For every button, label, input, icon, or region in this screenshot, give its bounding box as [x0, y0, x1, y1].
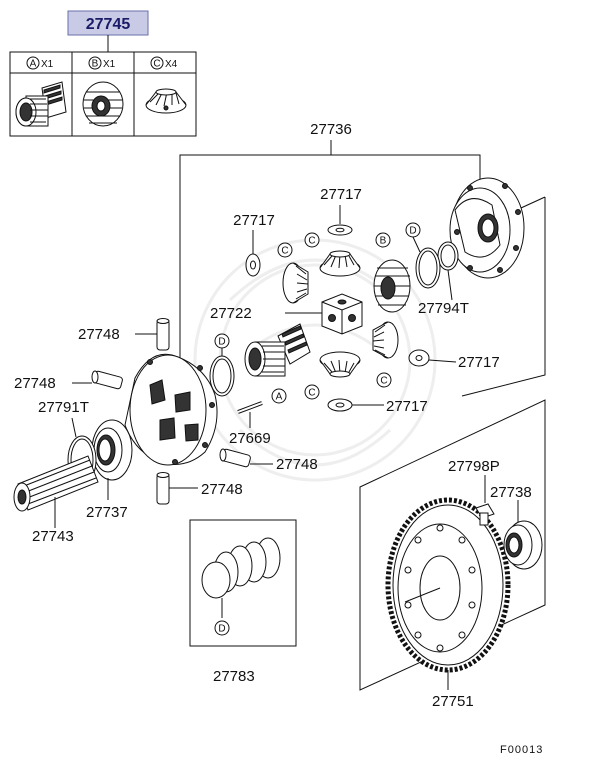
kit-qty-a: X1: [41, 59, 54, 70]
taper-bearing-icon: [91, 419, 133, 481]
label-27748-right[interactable]: 27748: [276, 456, 318, 473]
pinion-gear-right-icon: [372, 321, 399, 359]
label-27748-bottom[interactable]: 27748: [201, 481, 243, 498]
pin-bottom-icon: [156, 472, 170, 505]
kit-box: 27745 A X1 B X1 C X4: [9, 10, 197, 137]
label-27738[interactable]: 27738: [490, 484, 532, 501]
label-27743[interactable]: 27743: [32, 528, 74, 545]
callout-c-4: C: [376, 372, 392, 388]
label-27717-bottom[interactable]: 27717: [386, 398, 428, 415]
output-shaft-icon: [13, 455, 99, 512]
callout-d-2: D: [214, 333, 230, 349]
label-27736[interactable]: 27736: [310, 121, 352, 138]
pin-top-icon: [156, 318, 170, 351]
label-27737[interactable]: 27737: [86, 504, 128, 521]
label-27794t[interactable]: 27794T: [418, 300, 469, 317]
thrust-washer-bottom-icon: [327, 398, 353, 412]
kit-side-gear-b-icon: [82, 81, 124, 127]
spring-set-icon: [201, 537, 281, 599]
thrust-washer-left-icon: [245, 253, 261, 277]
label-27717-right[interactable]: 27717: [458, 354, 500, 371]
label-27717-left[interactable]: 27717: [233, 212, 275, 229]
pin-left-icon: [91, 370, 123, 390]
spring-ring-right-inner: [418, 250, 438, 286]
kit-qty-c: X4: [165, 59, 178, 70]
thrust-washer-top-icon: [327, 224, 353, 236]
svg-text:C: C: [308, 388, 315, 399]
callout-c-2: C: [304, 232, 320, 248]
pinion-holder-cube-icon: [321, 293, 363, 335]
side-gear-a-icon: [244, 323, 311, 377]
callout-d-3: D: [214, 620, 230, 636]
label-27783[interactable]: 27783: [213, 668, 255, 685]
svg-text:D: D: [409, 226, 416, 237]
label-27798p[interactable]: 27798P: [448, 458, 500, 475]
pinion-gear-left-icon: [282, 262, 309, 304]
kit-key-b-circle: [88, 56, 102, 70]
kit-key-b: B: [92, 59, 99, 70]
snap-ring-inner: [440, 244, 456, 268]
label-27791t[interactable]: 27791T: [38, 399, 89, 416]
pinion-gear-bottom-icon: [319, 351, 361, 378]
callout-c-1: C: [277, 242, 293, 258]
pinion-gear-top-icon: [319, 250, 361, 277]
kit-part-number[interactable]: 27745: [86, 16, 131, 33]
kit-key-a-circle: [26, 56, 40, 70]
callout-a-1: A: [271, 388, 287, 404]
svg-text:A: A: [276, 392, 283, 403]
kit-side-gear-a-icon: [15, 81, 67, 127]
thrust-washer-right-icon: [408, 349, 430, 367]
diff-case-flange-icon: [449, 177, 525, 279]
kit-pinion-gear-c-icon: [145, 88, 187, 114]
pin-right-icon: [219, 448, 251, 468]
kit-key-c: C: [153, 59, 160, 70]
side-gear-b-icon: [373, 259, 411, 313]
callout-b-1: B: [375, 232, 391, 248]
svg-text:C: C: [380, 376, 387, 387]
svg-text:B: B: [380, 236, 387, 247]
label-27751[interactable]: 27751: [432, 693, 474, 710]
bolt-icon: [475, 503, 495, 526]
callout-d-1: D: [405, 222, 421, 238]
diff-case-icon: [124, 353, 218, 466]
label-27669[interactable]: 27669: [229, 430, 271, 447]
label-27717-top[interactable]: 27717: [320, 186, 362, 203]
svg-text:D: D: [218, 624, 225, 635]
kit-qty-b: X1: [103, 59, 116, 70]
svg-text:C: C: [308, 236, 315, 247]
label-27748-top[interactable]: 27748: [78, 326, 120, 343]
svg-text:C: C: [281, 246, 288, 257]
kit-key-a: A: [30, 59, 37, 70]
spring-ring-inner: [212, 358, 232, 394]
bearing-right-icon: [503, 520, 543, 570]
label-27748-left[interactable]: 27748: [14, 375, 56, 392]
callout-c-3: C: [304, 384, 320, 400]
svg-text:D: D: [218, 337, 225, 348]
label-27722[interactable]: 27722: [210, 305, 252, 322]
figure-code: F00013: [500, 744, 543, 756]
lock-pin-icon: [237, 401, 263, 414]
ring-gear-icon: [385, 497, 511, 673]
kit-key-c-circle: [150, 56, 164, 70]
